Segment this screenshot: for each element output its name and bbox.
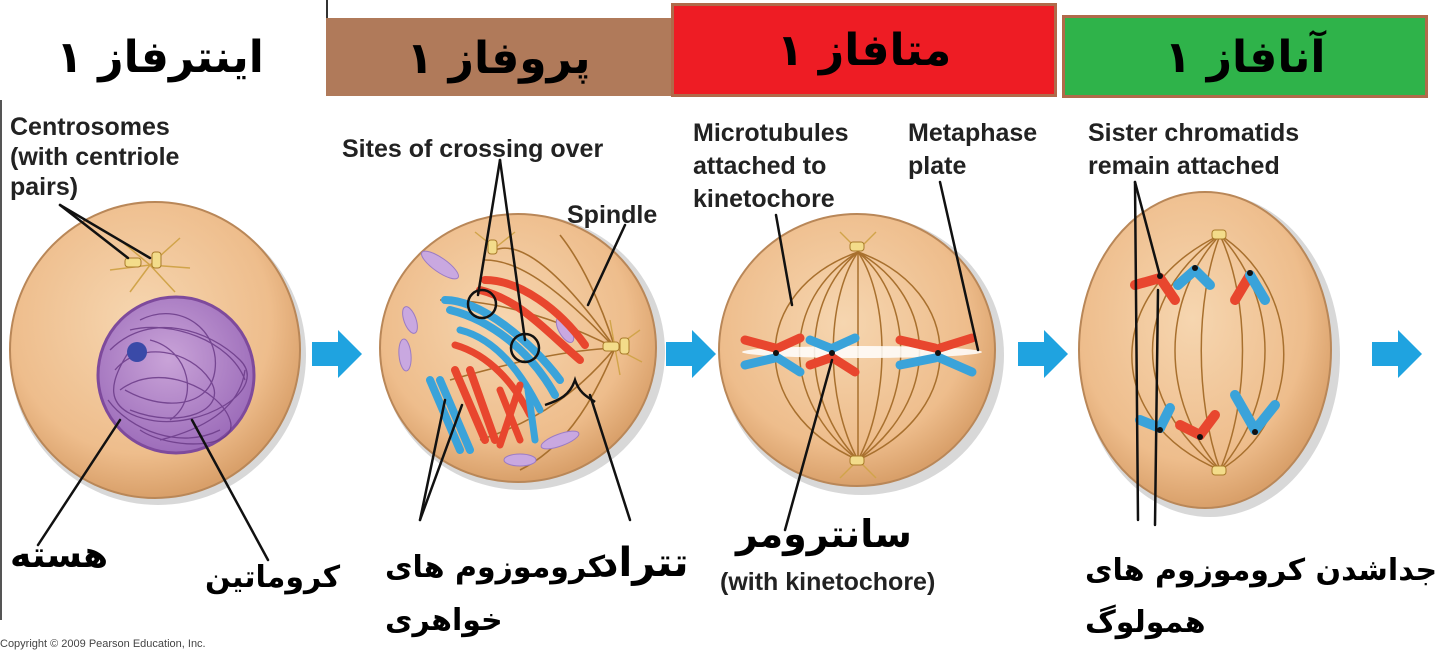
crossing-over-label: Sites of crossing over [342,134,603,164]
sister-chromatids-label-1: Sister chromatids [1088,118,1299,148]
interphase-cell [10,202,306,505]
metaphase-cell [719,214,1004,495]
centromere-label: سانترومر [736,512,912,556]
sister-chromosomes-label-1: کروموزوم های [385,550,605,585]
metaphase-plate-label-2: plate [908,151,966,181]
microtubules-label-3: kinetochore [693,184,835,214]
sister-chromosomes-label-2: خواهری [385,603,503,638]
copyright-text: Copyright © 2009 Pearson Education, Inc. [0,638,206,650]
centrosomes-label-2: (with centriole [10,142,179,172]
anaphase-cell [1079,192,1340,517]
chromatin-label: کروماتین [205,560,340,595]
sister-chromatids-label-2: remain attached [1088,151,1280,181]
with-kinetochore-label: (with kinetochore) [720,567,935,597]
tetrad-label: تتراد [598,540,688,586]
homolog-separation-label-1: جداشدن کروموزوم های [1085,553,1437,588]
prophase-cell [380,214,665,490]
centrosomes-label-3: pairs) [10,172,78,202]
microtubules-label-1: Microtubules [693,118,849,148]
spindle-label: Spindle [567,200,657,230]
metaphase-plate-label-1: Metaphase [908,118,1037,148]
nucleus-label: هسته [10,535,108,576]
microtubules-label-2: attached to [693,151,826,181]
centrosomes-label-1: Centrosomes [10,112,170,142]
homolog-separation-label-2: همولوگ [1085,605,1206,640]
